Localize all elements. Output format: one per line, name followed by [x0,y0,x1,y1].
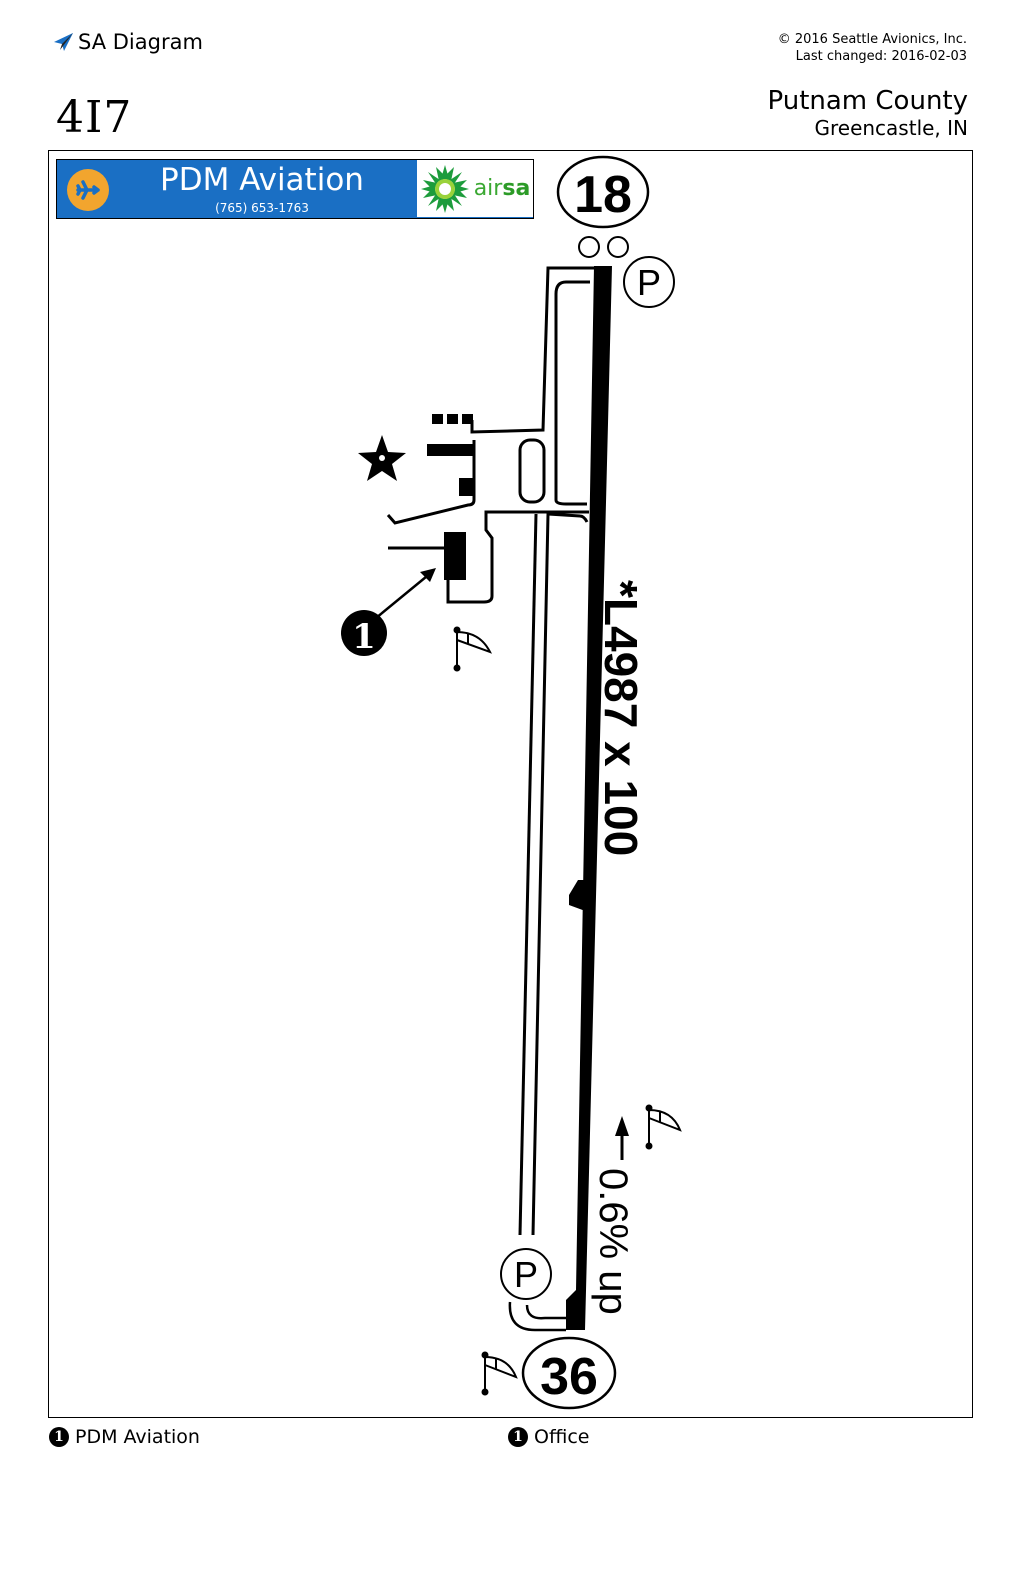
airplane-icon [67,169,109,211]
last-changed-text: Last changed: 2016-02-03 [795,49,967,64]
svg-text:18: 18 [574,166,632,224]
runway[interactable] [566,266,612,1330]
legend-label: PDM Aviation [75,1426,200,1448]
callout-number-icon: 1 [508,1427,528,1447]
legend-item: 1 Office [508,1426,589,1448]
slope-indicator: 0.6% up [591,1116,635,1315]
rotating-beacon-icon [358,435,406,481]
airport-city: Greencastle, IN [814,116,968,140]
airport-name: Putnam County [767,86,969,116]
runway-end-18[interactable]: 18 [556,155,650,229]
svg-text:1: 1 [352,617,376,657]
airport-name-block: Putnam County Greencastle, IN [768,86,969,140]
windsock-icon [481,1351,518,1396]
windsock-icon [645,1104,682,1150]
diagram-frame [48,150,973,1418]
svg-text:36: 36 [540,1348,598,1406]
legend-label: Office [534,1426,590,1448]
runway-end-36[interactable]: 36 [521,1336,617,1410]
copyright-block: © 2016 Seattle Avionics, Inc. Last chang… [778,31,967,65]
svg-text:P: P [514,1254,538,1295]
svg-text:0.6% up: 0.6% up [591,1168,635,1315]
svg-text:P: P [637,262,661,303]
copyright-text: © 2016 Seattle Avionics, Inc. [777,32,967,47]
runway-label: *L4987 x 100 [595,580,647,856]
airport-id: 4I7 [56,92,133,143]
parking-icon: P [623,256,675,308]
sunburst-icon [420,164,469,213]
fbo-name: PDM Aviation [160,162,364,198]
fuel-brand-name: airsa [473,176,531,201]
fbo-banner[interactable]: PDM Aviation (765) 653-1763 airsa [56,159,534,219]
app-title-text: SA Diagram [78,30,203,54]
runway-bump [569,880,590,912]
buildings [427,414,475,580]
callout-number-icon: 1 [49,1427,69,1447]
legend-item: 1 PDM Aviation [49,1426,200,1448]
windsock-icon [453,626,493,672]
paper-plane-icon [54,33,73,51]
fbo-callout-1[interactable]: 1 [341,568,436,657]
app-title: SA Diagram [52,30,203,54]
parking-icon: P [500,1248,568,1332]
taxiways [386,266,595,1236]
fuel-brand-logo: airsa [417,160,533,217]
svg-text:*L4987 x 100: *L4987 x 100 [595,580,647,856]
fbo-phone: (765) 653-1763 [215,201,309,215]
runway-lights-icon [578,236,629,258]
